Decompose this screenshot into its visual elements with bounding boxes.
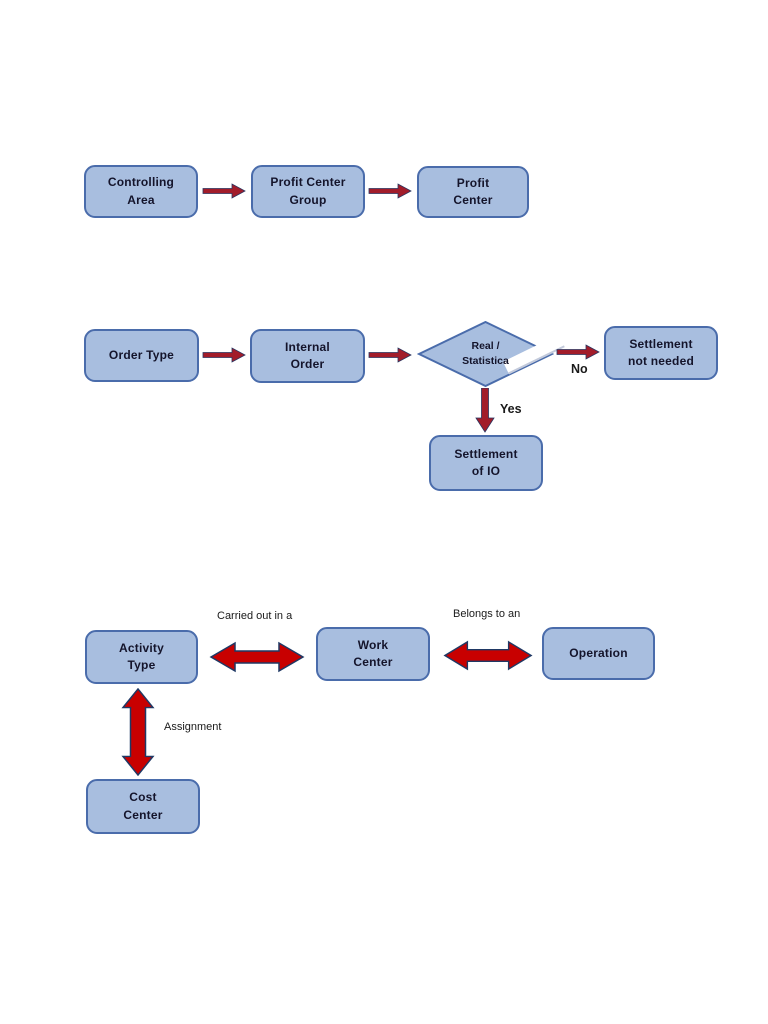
node-order-type: Order Type [84,329,199,382]
node-work-center: Work Center [316,627,430,681]
edge-label-assignment: Assignment [164,721,222,733]
edge-label-belongs-to-an: Belongs to an [453,608,521,620]
double-arrow-vertical-icon [120,688,156,776]
arrow-right-icon [368,347,412,363]
node-operation: Operation [542,627,655,680]
arrow-down-icon [475,388,495,433]
double-arrow-horizontal-icon [209,640,305,674]
node-profit-center: Profit Center [417,166,529,218]
edge-label-no: No [571,362,588,376]
decision-diamond [416,320,555,388]
node-cost-center: Cost Center [86,779,200,834]
edge-label-carried-out-in-a: Carried out in a [217,610,293,622]
decision-diamond-label: Real / Statistica [462,340,509,367]
arrow-right-icon [556,344,600,360]
node-activity-type: Activity Type [85,630,198,684]
arrow-right-icon [368,183,412,199]
node-internal-order: Internal Order [250,329,365,383]
edge-label-yes: Yes [500,402,522,416]
node-settlement-not-needed: Settlement not needed [604,326,718,380]
arrow-right-icon [202,347,246,363]
node-controlling-area: Controlling Area [84,165,198,218]
node-settlement-of-io: Settlement of IO [429,435,543,491]
node-profit-center-group: Profit Center Group [251,165,365,218]
arrow-right-icon [202,183,246,199]
double-arrow-horizontal-icon [443,639,533,672]
